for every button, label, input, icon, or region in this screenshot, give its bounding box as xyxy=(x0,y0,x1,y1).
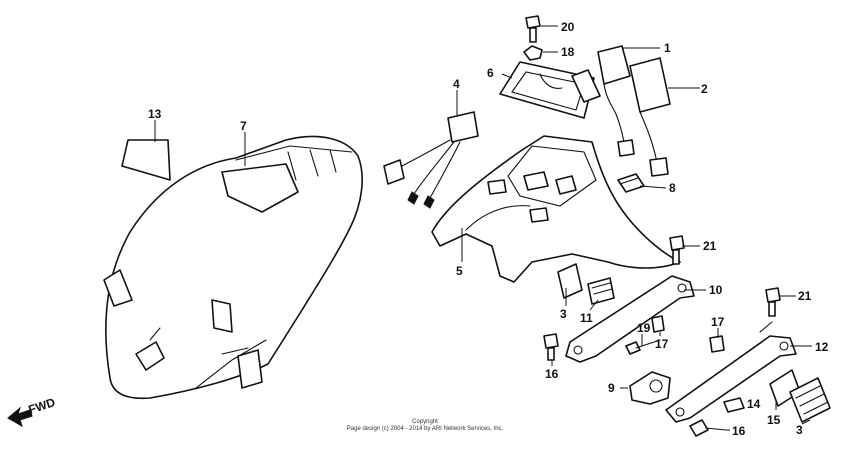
copyright-heading: Copyright xyxy=(412,419,438,425)
part-3-reflector-lower[interactable] xyxy=(789,377,831,423)
part-7-rear-fender[interactable] xyxy=(103,135,363,400)
callout-16b: 16 xyxy=(732,424,746,438)
part-17-grommet-left[interactable] xyxy=(651,315,665,333)
callout-12: 12 xyxy=(815,340,829,354)
callout-1: 1 xyxy=(664,41,671,55)
callout-16a: 16 xyxy=(545,367,559,381)
callout-17a: 17 xyxy=(655,337,669,351)
part-9-clamp[interactable] xyxy=(629,371,671,405)
part-16-bolt-right[interactable] xyxy=(689,419,727,437)
callout-13: 15 xyxy=(767,413,781,427)
part-8-grommet[interactable] xyxy=(617,173,645,193)
part-3-reflector-upper[interactable] xyxy=(557,263,583,299)
callout-14: 14 xyxy=(747,397,761,411)
part-21-bolt-upper[interactable] xyxy=(669,235,685,265)
callout-2: 2 xyxy=(701,82,708,96)
callout-20: 20 xyxy=(561,20,575,34)
part-6-bracket[interactable] xyxy=(499,61,601,119)
callout-8: 8 xyxy=(669,181,676,195)
callout-10: 10 xyxy=(709,283,723,297)
part-10-stay[interactable] xyxy=(565,275,695,363)
part-2-unit[interactable] xyxy=(629,57,671,177)
part-14-clip[interactable] xyxy=(723,397,745,413)
copyright-notice: Page design (c) 2004 - 2014 by ARI Netwo… xyxy=(346,426,504,432)
callout-21b: 21 xyxy=(798,289,812,303)
callout-21a: 21 xyxy=(703,239,717,253)
part-18-nut[interactable] xyxy=(523,45,543,61)
part-15-sticker[interactable] xyxy=(121,139,171,181)
part-5-fender-tail[interactable] xyxy=(431,135,681,283)
callout-11: 11 xyxy=(580,311,593,325)
part-20-bolt[interactable] xyxy=(525,15,541,43)
part-19-screw[interactable] xyxy=(625,339,661,355)
leader-lines xyxy=(154,25,812,431)
part-1-unit[interactable] xyxy=(597,45,635,157)
part-21-bolt-lower[interactable] xyxy=(765,287,781,317)
callout-18: 18 xyxy=(561,45,575,59)
callout-19: 19 xyxy=(637,321,651,335)
fwd-label: FWD xyxy=(27,395,58,417)
part-17-grommet-right[interactable] xyxy=(709,335,725,353)
callout-15: 13 xyxy=(148,107,162,121)
callout-3b: 3 xyxy=(796,423,803,437)
callout-17b: 17 xyxy=(711,315,725,329)
part-12-stay[interactable] xyxy=(665,321,797,423)
part-16-bolt-left[interactable] xyxy=(543,333,559,361)
callout-9: 9 xyxy=(608,381,615,395)
callout-4: 4 xyxy=(453,77,460,91)
callout-labels: 20 18 1 2 4 6 13 7 8 5 21 10 21 3 11 19 … xyxy=(148,20,829,438)
callout-7: 7 xyxy=(240,119,247,133)
part-11-reflector[interactable] xyxy=(587,277,615,305)
callout-5: 5 xyxy=(456,264,463,278)
callout-6: 6 xyxy=(487,66,494,80)
part-4-connector[interactable] xyxy=(383,111,479,209)
callout-3a: 3 xyxy=(560,307,567,321)
